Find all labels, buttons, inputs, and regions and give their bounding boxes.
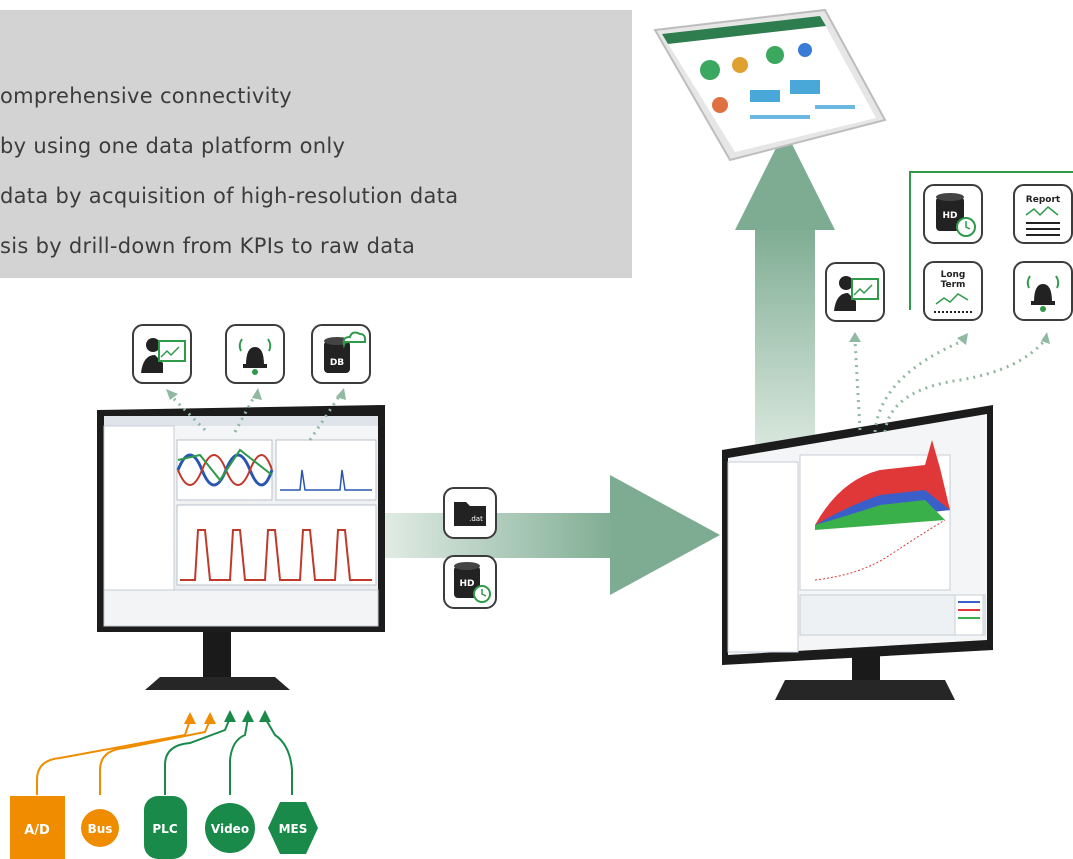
presenter-icon-right <box>825 262 885 322</box>
hd-label-right: HD <box>942 211 957 221</box>
right-output-arrowheads <box>849 332 1050 345</box>
hd-historian-icon: HD <box>443 555 497 609</box>
data-file-icon: .dat <box>443 487 497 539</box>
long-term-label-2: Term <box>941 280 966 290</box>
file-ext-label: .dat <box>469 515 483 523</box>
long-term-icon: Long Term <box>923 261 983 321</box>
right-icon-group-bracket <box>909 171 1073 310</box>
source-ad: A/D <box>10 796 65 859</box>
report-label: Report <box>1026 195 1061 205</box>
left-monitor <box>97 405 385 690</box>
source-mes: MES <box>268 802 318 854</box>
left-output-arrows <box>168 393 342 441</box>
source-bus-label: Bus <box>88 822 113 836</box>
source-connections <box>36 717 293 795</box>
benefit-line-one-platform: by using one data platform only <box>0 134 346 158</box>
alarm-bell-icon <box>225 324 285 384</box>
db-label: DB <box>330 358 344 368</box>
left-output-arrowheads <box>166 388 346 400</box>
transfer-arrow <box>372 475 720 595</box>
upload-arrow <box>735 130 835 455</box>
source-ad-label: A/D <box>24 823 50 838</box>
right-screen-chart <box>799 440 986 636</box>
hd-label-mid: HD <box>459 579 474 589</box>
hd-historian-icon-right: HD <box>923 184 983 244</box>
right-output-arrows <box>853 338 1047 433</box>
report-icon: Report <box>1013 184 1073 244</box>
source-plc-label: PLC <box>152 822 177 836</box>
right-monitor <box>722 405 993 700</box>
left-screen-charts <box>103 439 379 627</box>
alarm-bell-icon-right <box>1013 261 1073 321</box>
tablet-dashboard <box>653 8 887 162</box>
benefits-panel: omprehensive connectivity by using one d… <box>0 10 632 278</box>
source-arrowheads <box>184 710 271 724</box>
long-term-label-1: Long <box>941 270 966 280</box>
benefit-line-drill-down: sis by drill-down from KPIs to raw data <box>0 234 416 258</box>
source-plc: PLC <box>144 796 187 859</box>
source-video-label: Video <box>211 822 249 836</box>
source-mes-label: MES <box>279 822 308 836</box>
benefit-line-high-resolution: data by acquisition of high-resolution d… <box>0 184 459 208</box>
source-bus: Bus <box>81 809 119 847</box>
benefit-line-connectivity: omprehensive connectivity <box>0 84 293 108</box>
presenter-icon <box>132 324 192 384</box>
source-video: Video <box>205 803 255 853</box>
database-cloud-icon: DB <box>311 324 371 384</box>
tablet-gauges <box>700 43 855 119</box>
